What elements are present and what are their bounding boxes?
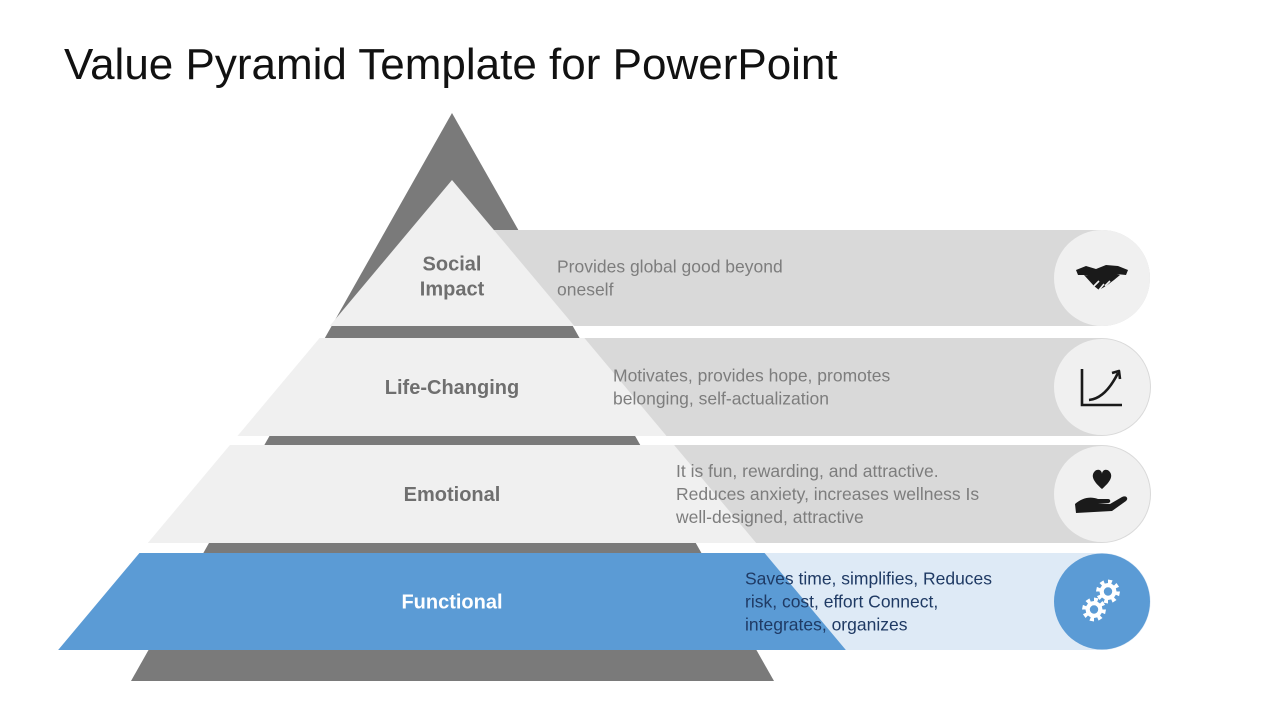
level-label: Social [423,254,482,276]
level-description-line: Provides global good beyond [557,257,783,277]
level-description-line: risk, cost, effort Connect, [745,592,938,612]
slide-title: Value Pyramid Template for PowerPoint [64,40,838,89]
gears-icon [1082,579,1120,622]
pyramid-level-4: Functional Saves time, simplifies, Reduce… [58,553,1151,650]
level-description-line: integrates, organizes [745,615,908,635]
icon-circle [1054,339,1150,435]
level-label: Emotional [404,484,501,506]
heart-hand-icon [1075,469,1128,513]
level-description-line: Motivates, provides hope, promotes [613,366,890,386]
level-section [58,553,846,650]
level-band [764,553,1151,650]
level-section [147,445,757,543]
growth-chart-icon [1080,369,1122,407]
level-band [488,230,1150,326]
level-label: Impact [420,279,485,301]
level-label: Life-Changing [385,377,519,399]
level-section [329,180,575,326]
level-description-line: It is fun, rewarding, and attractive. [676,461,939,481]
level-description-line: Reduces anxiety, increases wellness Is [676,484,979,504]
level-description-line: well-designed, attractive [675,507,864,527]
level-label: Functional [401,592,502,614]
level-description-line: belonging, self-actualization [613,389,829,409]
level-band [674,445,1151,543]
icon-circle [1054,446,1150,542]
level-band [584,338,1151,436]
level-description-line: oneself [557,280,614,300]
level-description-line: Saves time, simplifies, Reduces [745,569,992,589]
level-section [237,338,667,436]
pyramid-level-3: Emotional It is fun, rewarding, and attra… [147,445,1151,543]
pyramid-level-2: Life-Changing Motivates, provides hope, p… [237,338,1151,436]
handshake-icon [1076,265,1128,291]
